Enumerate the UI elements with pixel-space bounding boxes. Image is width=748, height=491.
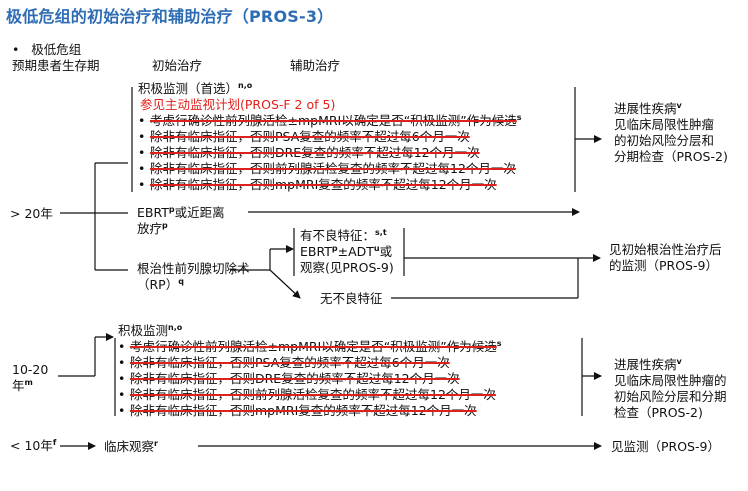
adt-text: ±ADT: [337, 244, 374, 259]
list-item: • 除非有临床指征，否则DRE复查的频率不超过每12个月一次: [138, 145, 480, 160]
years-sup: m: [24, 378, 33, 387]
bullet: •: [118, 355, 126, 370]
list-item-text: 除非有临床指征，否则PSA复查的频率不超过每6个月一次: [150, 129, 470, 144]
list-item-text: 除非有临床指征，否则mpMRI复查的频率不超过每12个月一次: [150, 177, 497, 192]
bullet: •: [138, 113, 146, 128]
outcome-line: 分期检查（PROS-2): [614, 149, 728, 164]
bullet: •: [12, 42, 20, 57]
as-title-text: 积极监测（首选）: [138, 81, 239, 96]
bullet: •: [118, 339, 126, 354]
observation-sup: r: [154, 439, 158, 448]
active-surveillance-title: 积极监测n,o: [118, 323, 182, 338]
lt10-sup: f: [52, 438, 57, 447]
adverse-text: 有不良特征：: [300, 228, 376, 243]
rp-abbrev: （RP）q: [137, 277, 184, 292]
radiotherapy-sup: p: [162, 221, 168, 230]
initial-treatment-header: 初始治疗: [152, 58, 203, 73]
ebrt-sup: p: [168, 205, 175, 214]
lt-10-years-label: < 10年f: [10, 438, 56, 453]
outcome-line: 见临床局限性肿瘤的: [614, 373, 727, 388]
progressive-disease-outcome: 进展性疾病v: [614, 101, 682, 116]
adt-sup: u: [373, 244, 380, 253]
list-item: • 考虑行确诊性前列腺活检±mpMRI以确定是否“积极监测”作为候选s: [118, 339, 501, 354]
followup-outcome-line2: 的监测（PROS-9）: [609, 258, 718, 273]
bullet: •: [138, 145, 146, 160]
followup-outcome: 见初始根治性治疗后: [609, 242, 722, 257]
list-item: • 除非有临床指征，否则DRE复查的频率不超过每12个月一次: [118, 371, 460, 386]
list-item-text: 除非有临床指征，否则mpMRI复查的频率不超过每12个月一次: [130, 403, 477, 418]
list-item-sup: s: [516, 113, 522, 122]
list-item: • 除非有临床指征，否则前列腺活检复查的频率不超过每12个月一次: [118, 387, 496, 402]
outcome-line: 见临床局限性肿瘤: [614, 117, 715, 132]
as-title-text: 积极监测: [118, 323, 169, 338]
outcome-sup: v: [676, 101, 682, 110]
progressive-disease-outcome: 进展性疾病v: [614, 357, 682, 372]
list-item: • 考虑行确诊性前列腺活检±mpMRI以确定是否“积极监测”作为候选s: [138, 113, 521, 128]
bullet: •: [138, 129, 146, 144]
outcome-sup: v: [676, 357, 682, 366]
radiotherapy-text: 放疗: [137, 221, 163, 236]
bullet: •: [138, 177, 146, 192]
outcome-text: 进展性疾病: [614, 357, 677, 372]
list-item: • 除非有临床指征，否则前列腺活检复查的频率不超过每12个月一次: [138, 161, 516, 176]
risk-group-label: 极低危组: [31, 42, 82, 57]
list-item: • 除非有临床指征，否则mpMRI复查的频率不超过每12个月一次: [138, 177, 497, 192]
ebrt-text: EBRT: [300, 244, 332, 259]
active-surveillance-reference-link[interactable]: 参见主动监视计划(PROS-F 2 of 5): [140, 97, 336, 112]
list-item-sup: s: [496, 339, 502, 348]
ebrt-option: EBRTp或近距离: [137, 205, 225, 220]
list-item: • 除非有临床指征，否则PSA复查的频率不超过每6个月一次: [138, 129, 470, 144]
or-text: 或: [379, 244, 393, 259]
list-item-text: 除非有临床指征，否则DRE复查的频率不超过每12个月一次: [130, 371, 460, 386]
years-text: 年: [12, 378, 25, 393]
bullet: •: [138, 161, 146, 176]
observation-text: 临床观察: [104, 439, 155, 454]
list-item-text: 除非有临床指征，否则前列腺活检复查的频率不超过每12个月一次: [130, 387, 496, 402]
radiotherapy-label: 放疗p: [137, 221, 168, 236]
bullet: •: [118, 371, 126, 386]
lt10-text: < 10年: [10, 438, 53, 453]
list-item: • 除非有临床指征，否则mpMRI复查的频率不超过每12个月一次: [118, 403, 477, 418]
rp-text: （RP）: [137, 277, 179, 292]
outcome-text: 进展性疾病: [614, 101, 677, 116]
10-20-years-label: 10-20: [12, 362, 49, 377]
outcome-line: 检查（PROS-2): [614, 405, 703, 420]
radical-prostatectomy-option: 根治性前列腺切除术: [137, 261, 250, 276]
page-title: 极低危组的初始治疗和辅助治疗（PROS-3）: [6, 7, 334, 26]
rp-sup: q: [178, 277, 184, 286]
outcome-line: 的初始风险分层和: [614, 133, 715, 148]
bullet: •: [118, 403, 126, 418]
adverse-sup: s,t: [375, 228, 387, 237]
adverse-treatment: EBRTp±ADTu或: [300, 244, 392, 259]
bullet: •: [118, 387, 126, 402]
adjuvant-treatment-header: 辅助治疗: [290, 58, 341, 73]
as-title-sup: n,o: [238, 81, 253, 90]
list-item-text: 考虑行确诊性前列腺活检±mpMRI以确定是否“积极监测”作为候选: [150, 113, 517, 128]
clinical-observation-option: 临床观察r: [104, 439, 158, 454]
risk-group-header: • 极低危组: [12, 42, 81, 57]
list-item: • 除非有临床指征，否则PSA复查的频率不超过每6个月一次: [118, 355, 450, 370]
gt-20-years-label: > 20年: [10, 206, 53, 221]
observation-option: 观察(见PROS-9): [300, 260, 394, 275]
list-item-text: 除非有临床指征，否则DRE复查的频率不超过每12个月一次: [150, 145, 480, 160]
life-expectancy-header: 预期患者生存期: [12, 58, 100, 73]
list-item-text: 除非有临床指征，否则前列腺活检复查的频率不超过每12个月一次: [150, 161, 516, 176]
list-item-text: 除非有临床指征，否则PSA复查的频率不超过每6个月一次: [130, 355, 450, 370]
ebrt-sup: p: [331, 244, 338, 253]
monitoring-outcome: 见监测（PROS-9）: [611, 439, 720, 454]
ebrt-text-rest: 或近距离: [174, 205, 225, 220]
ebrt-text: EBRT: [137, 205, 169, 220]
adverse-features-label: 有不良特征：s,t: [300, 228, 387, 243]
10-20-years-unit: 年m: [12, 378, 33, 393]
outcome-line: 初始风险分层和分期: [614, 389, 727, 404]
active-surveillance-preferred-title: 积极监测（首选）n,o: [138, 81, 252, 96]
list-item-text: 考虑行确诊性前列腺活检±mpMRI以确定是否“积极监测”作为候选: [130, 339, 497, 354]
as-title-sup: n,o: [168, 323, 183, 332]
no-adverse-features-label: 无不良特征: [320, 291, 383, 306]
